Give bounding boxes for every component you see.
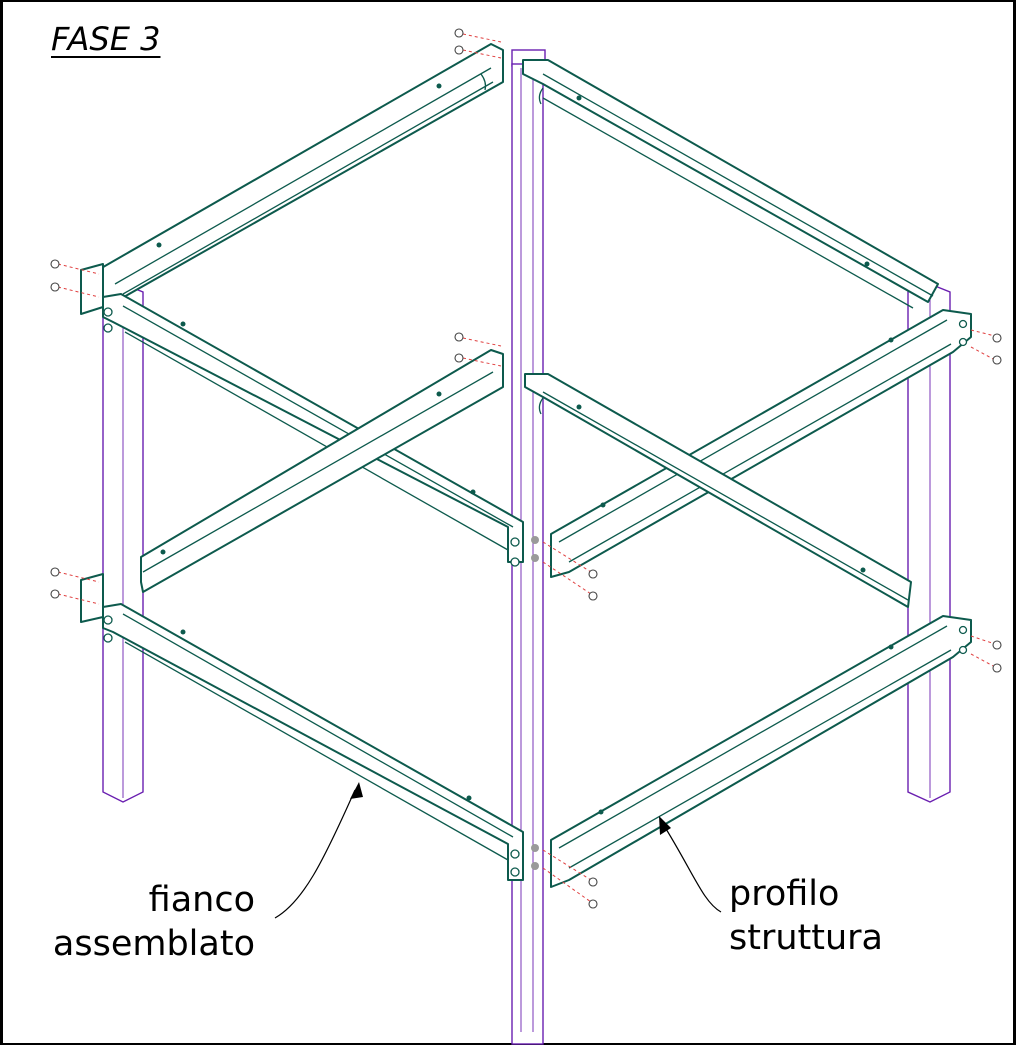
phase-title: FASE 3 — [51, 20, 161, 58]
label-side-assembly-line2: assemblato — [52, 924, 255, 964]
leader-fianco-assemblato — [274, 782, 363, 919]
rail-top-back-left — [97, 43, 504, 303]
rail-low-back-left — [140, 349, 504, 593]
label-side-assembly-line1: fianco — [148, 880, 255, 920]
rail-top-back-right — [522, 59, 939, 309]
rail-low-back-right — [524, 373, 912, 608]
rail-bottom-front-right — [531, 615, 972, 888]
rail-top-front-right — [531, 309, 972, 578]
frame-assembly-drawing — [50, 28, 1002, 1045]
rail-top-front-left — [102, 293, 524, 567]
label-structure-profile: profilo struttura — [729, 872, 883, 960]
rail-bottom-front-left — [102, 603, 524, 881]
label-structure-profile-line2: struttura — [729, 918, 883, 958]
screws — [50, 28, 1002, 909]
leg-left — [102, 283, 144, 803]
leader-profilo-struttura — [659, 816, 722, 913]
bracket-left-lower — [80, 263, 104, 623]
label-structure-profile-line1: profilo — [729, 874, 840, 914]
label-side-assembly: fianco assemblato — [53, 878, 255, 966]
